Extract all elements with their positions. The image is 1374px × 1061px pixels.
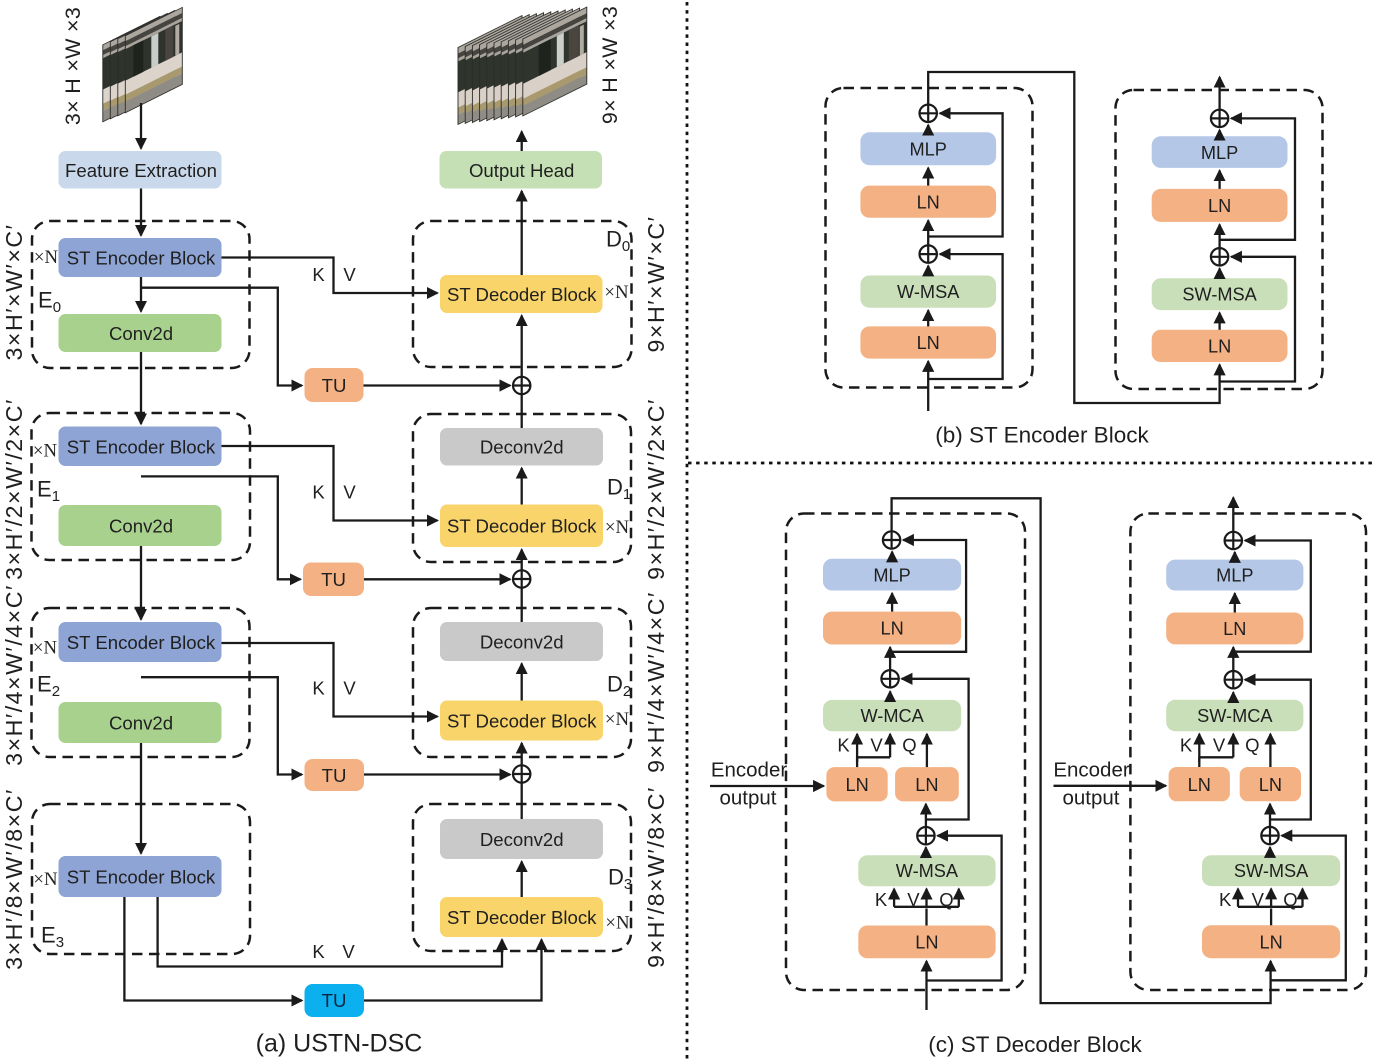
svg-text:9× H ×W ×3: 9× H ×W ×3 — [598, 6, 622, 124]
svg-text:Encoder: Encoder — [711, 759, 788, 782]
svg-text:V: V — [343, 482, 356, 503]
svg-text:LN: LN — [1188, 775, 1211, 795]
svg-text:Q: Q — [1283, 889, 1297, 910]
svg-text:LN: LN — [915, 775, 938, 795]
svg-text:9×H′×W′×C′: 9×H′×W′×C′ — [643, 216, 669, 353]
svg-text:×N: ×N — [605, 517, 630, 538]
svg-text:V: V — [870, 735, 883, 756]
svg-text:V: V — [342, 941, 355, 962]
svg-text:LN: LN — [845, 775, 868, 795]
svg-text:MLP: MLP — [1216, 566, 1253, 586]
svg-text:(a) USTN-DSC: (a) USTN-DSC — [256, 1030, 423, 1058]
svg-text:K: K — [1219, 889, 1232, 910]
svg-text:Output Head: Output Head — [469, 160, 574, 181]
svg-text:Q: Q — [902, 735, 916, 756]
svg-text:Conv2d: Conv2d — [109, 516, 173, 537]
svg-text:LN: LN — [917, 193, 940, 213]
svg-text:(c) ST Decoder Block: (c) ST Decoder Block — [928, 1032, 1142, 1057]
svg-text:Deconv2d: Deconv2d — [480, 437, 564, 458]
svg-text:3×H′/4×W′/4×C′: 3×H′/4×W′/4×C′ — [1, 584, 27, 766]
svg-text:×N: ×N — [33, 869, 58, 890]
svg-text:Conv2d: Conv2d — [109, 713, 173, 734]
svg-text:K: K — [837, 735, 850, 756]
svg-text:9×H′/2×W′/2×C′: 9×H′/2×W′/2×C′ — [643, 398, 669, 580]
svg-text:TU: TU — [322, 375, 347, 396]
svg-text:Q: Q — [939, 889, 953, 910]
svg-text:3×H′/8×W′/8×C′: 3×H′/8×W′/8×C′ — [1, 788, 27, 970]
svg-text:×N: ×N — [605, 913, 630, 934]
svg-text:LN: LN — [1223, 619, 1246, 639]
svg-text:3×H′/2×W′/2×C′: 3×H′/2×W′/2×C′ — [1, 398, 27, 580]
svg-text:W-MCA: W-MCA — [860, 706, 924, 726]
svg-text:MLP: MLP — [1201, 143, 1238, 163]
svg-text:Conv2d: Conv2d — [109, 323, 173, 344]
svg-text:×N: ×N — [605, 709, 630, 730]
svg-text:Q: Q — [1245, 735, 1259, 756]
svg-text:MLP: MLP — [909, 140, 946, 160]
svg-text:Deconv2d: Deconv2d — [480, 632, 564, 653]
svg-text:K: K — [312, 482, 325, 503]
svg-text:3× H ×W ×3: 3× H ×W ×3 — [61, 7, 85, 125]
svg-text:LN: LN — [917, 333, 940, 353]
svg-text:LN: LN — [1259, 932, 1282, 952]
svg-text:LN: LN — [1259, 775, 1282, 795]
svg-text:ST Decoder Block: ST Decoder Block — [447, 711, 597, 732]
svg-text:9×H′/4×W′/4×C′: 9×H′/4×W′/4×C′ — [643, 591, 669, 773]
svg-text:K: K — [312, 678, 325, 699]
svg-text:V: V — [1252, 889, 1265, 910]
svg-text:×N: ×N — [34, 247, 59, 268]
svg-text:LN: LN — [1208, 196, 1231, 216]
svg-text:SW-MCA: SW-MCA — [1197, 706, 1273, 726]
svg-text:ST Decoder Block: ST Decoder Block — [447, 907, 597, 928]
svg-text:V: V — [343, 264, 356, 285]
svg-text:TU: TU — [322, 990, 347, 1011]
svg-text:output: output — [1063, 787, 1120, 810]
svg-text:V: V — [343, 678, 356, 699]
svg-text:Encoder: Encoder — [1053, 759, 1130, 782]
svg-text:ST Decoder Block: ST Decoder Block — [447, 516, 597, 537]
svg-text:TU: TU — [321, 569, 346, 590]
svg-text:SW-MSA: SW-MSA — [1182, 285, 1257, 305]
svg-text:W-MSA: W-MSA — [897, 282, 960, 302]
svg-text:MLP: MLP — [873, 565, 910, 585]
svg-text:ST Encoder Block: ST Encoder Block — [67, 437, 216, 458]
svg-text:ST Decoder Block: ST Decoder Block — [447, 284, 597, 305]
svg-text:K: K — [875, 889, 888, 910]
svg-text:output: output — [720, 787, 777, 810]
svg-text:ST Encoder Block: ST Encoder Block — [67, 632, 216, 653]
svg-text:K: K — [312, 941, 325, 962]
svg-text:K: K — [312, 264, 325, 285]
svg-text:W-MSA: W-MSA — [896, 861, 959, 881]
svg-text:×N: ×N — [33, 441, 58, 462]
svg-text:V: V — [1213, 735, 1226, 756]
svg-text:LN: LN — [880, 619, 903, 639]
svg-text:ST Encoder Block: ST Encoder Block — [67, 867, 216, 888]
svg-text:3×H′×W′×C′: 3×H′×W′×C′ — [1, 224, 27, 361]
svg-text:(b) ST Encoder Block: (b) ST Encoder Block — [935, 423, 1149, 448]
svg-text:Feature Extraction: Feature Extraction — [65, 160, 217, 181]
svg-text:Deconv2d: Deconv2d — [480, 829, 564, 850]
svg-text:×N: ×N — [604, 282, 629, 303]
svg-text:×N: ×N — [33, 638, 58, 659]
svg-text:TU: TU — [322, 765, 347, 786]
svg-text:SW-MSA: SW-MSA — [1234, 861, 1309, 881]
svg-text:ST Encoder Block: ST Encoder Block — [67, 248, 216, 269]
svg-text:LN: LN — [1208, 337, 1231, 357]
svg-text:V: V — [907, 889, 920, 910]
svg-text:9×H′/8×W′/8×C′: 9×H′/8×W′/8×C′ — [643, 786, 669, 968]
svg-text:K: K — [1180, 735, 1193, 756]
svg-text:LN: LN — [915, 932, 938, 952]
